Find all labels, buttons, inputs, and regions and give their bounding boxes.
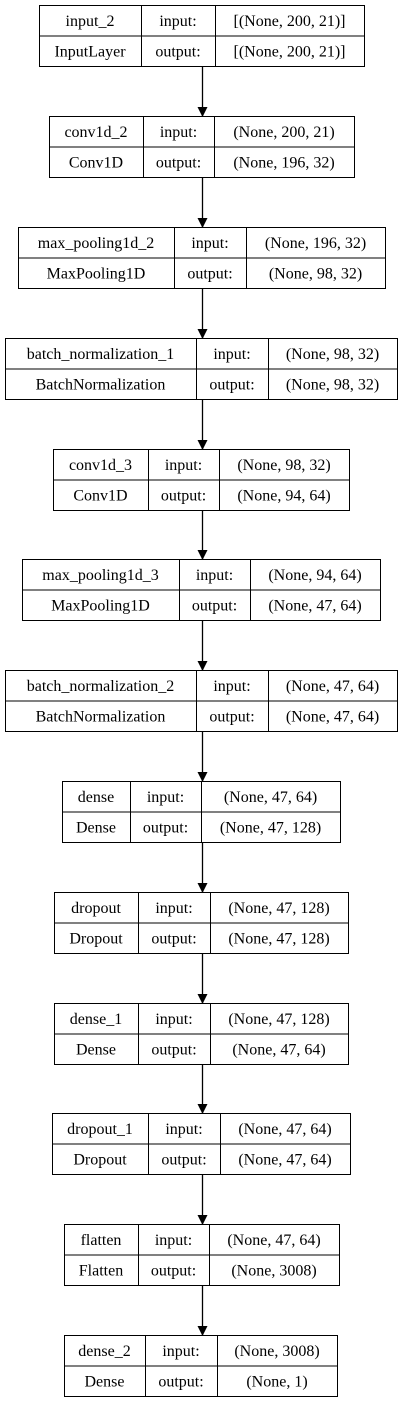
layer-name: input_2 [66,13,115,30]
output-shape: (None, 47, 64) [238,1151,331,1168]
output-label: output: [187,265,232,282]
input-label: input: [213,346,250,363]
output-label: output: [151,1262,196,1279]
layer-name: dense_1 [70,1011,122,1028]
layer-name: flatten [81,1232,122,1249]
output-label: output: [155,43,200,60]
output-label: output: [151,1041,196,1058]
input-label: input: [165,1121,202,1138]
output-shape: (None, 47, 128) [220,819,321,836]
output-label: output: [209,376,254,393]
layer-type: BatchNormalization [36,376,166,393]
output-shape: (None, 47, 64) [232,1041,325,1058]
output-label: output: [156,154,201,171]
layer-name: dropout [71,900,121,917]
layer-name: conv1d_3 [69,457,132,474]
layer-name: max_pooling1d_3 [42,567,158,584]
layer-type: MaxPooling1D [51,597,150,614]
layer-name: batch_normalization_2 [27,678,175,695]
input-label: input: [191,235,228,252]
input-shape: (None, 94, 64) [268,567,361,584]
input-shape: (None, 98, 32) [237,457,330,474]
input-shape: (None, 47, 64) [227,1232,320,1249]
output-shape: (None, 1) [246,1373,307,1390]
output-label: output: [151,930,196,947]
layer-name: max_pooling1d_2 [38,235,154,252]
input-label: input: [160,124,197,141]
input-shape: (None, 196, 32) [265,235,366,252]
input-label: input: [213,678,250,695]
output-shape: (None, 98, 32) [286,376,379,393]
output-shape: (None, 98, 32) [269,265,362,282]
input-shape: (None, 47, 128) [228,1011,329,1028]
input-shape: (None, 98, 32) [286,346,379,363]
layer-type: Conv1D [69,154,123,171]
input-shape: (None, 47, 64) [238,1121,331,1138]
output-shape: (None, 47, 64) [286,708,379,725]
output-label: output: [161,487,206,504]
output-shape: (None, 196, 32) [233,154,334,171]
output-shape: (None, 94, 64) [237,487,330,504]
output-label: output: [209,708,254,725]
layer-name: dense_2 [78,1343,130,1360]
layer-name: batch_normalization_1 [27,346,175,363]
input-shape: (None, 47, 64) [224,789,317,806]
output-shape: (None, 47, 64) [268,597,361,614]
output-label: output: [143,819,188,836]
input-shape: [(None, 200, 21)] [234,13,346,30]
layer-type: Dropout [73,1151,127,1168]
layer-type: Dense [85,1373,125,1390]
layer-type: Dense [76,819,116,836]
input-shape: (None, 200, 21) [233,124,334,141]
layer-type: MaxPooling1D [47,265,146,282]
layer-name: dense [78,789,114,806]
input-label: input: [147,789,184,806]
input-shape: (None, 3008) [234,1343,319,1360]
output-shape: [(None, 200, 21)] [234,43,346,60]
layer-name: conv1d_2 [64,124,127,141]
input-label: input: [159,13,196,30]
output-label: output: [161,1151,206,1168]
input-shape: (None, 47, 128) [228,900,329,917]
output-shape: (None, 47, 128) [228,930,329,947]
layer-type: Conv1D [73,487,127,504]
output-label: output: [158,1373,203,1390]
output-label: output: [192,597,237,614]
input-label: input: [196,567,233,584]
input-label: input: [155,900,192,917]
layer-type: Flatten [79,1262,123,1279]
input-label: input: [155,1011,192,1028]
output-shape: (None, 3008) [231,1262,316,1279]
layer-name: dropout_1 [67,1121,133,1138]
layer-type: BatchNormalization [36,708,166,725]
input-shape: (None, 47, 64) [286,678,379,695]
input-label: input: [165,457,202,474]
layer-type: Dense [76,1041,116,1058]
layer-type: InputLayer [54,43,126,60]
input-label: input: [162,1343,199,1360]
layer-type: Dropout [69,930,123,947]
input-label: input: [155,1232,192,1249]
